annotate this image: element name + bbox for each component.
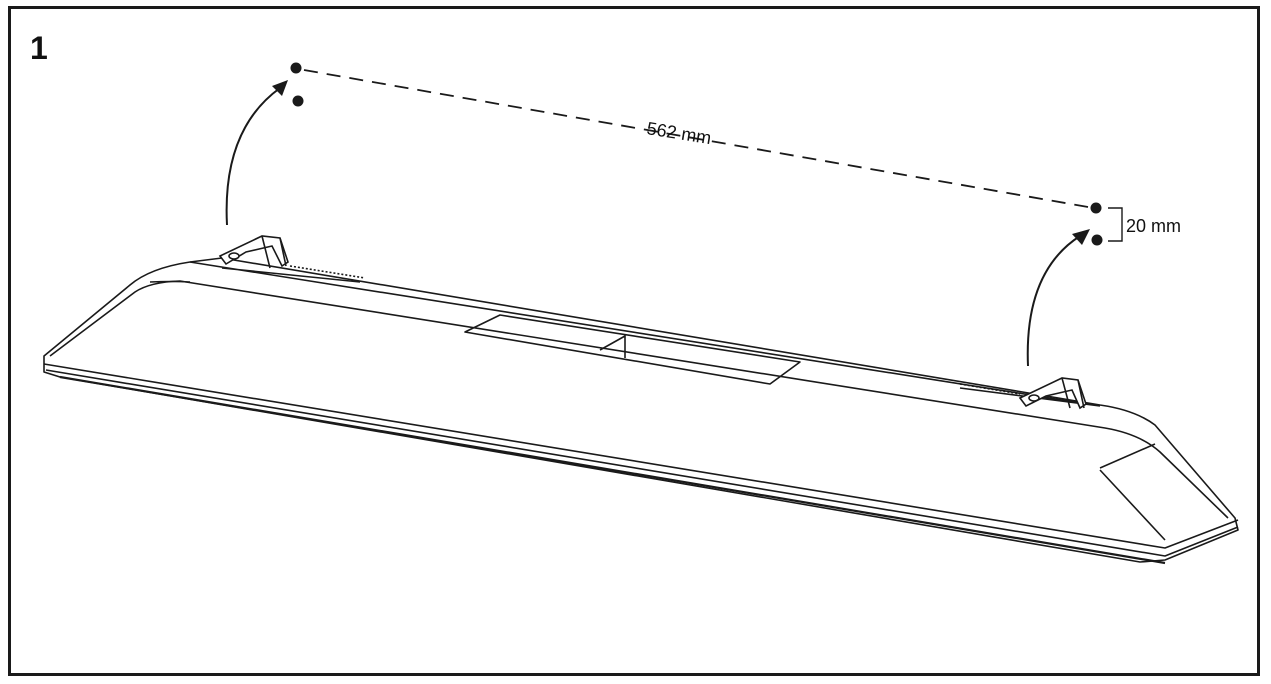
soundbar-front-top-edge bbox=[149, 280, 191, 283]
soundbar-right-chamfer bbox=[1099, 443, 1166, 541]
right-bracket bbox=[1018, 377, 1087, 410]
screw-icon bbox=[1090, 202, 1103, 246]
soundbar-base-line-2 bbox=[45, 369, 1239, 557]
soundbar-top-outline bbox=[43, 257, 1239, 563]
soundbar-inner-face bbox=[49, 280, 1229, 519]
hole-spacing-label: 562 mm bbox=[645, 118, 712, 148]
screw-icon bbox=[290, 62, 304, 107]
left-bracket bbox=[218, 235, 289, 269]
step-number: 1 bbox=[30, 30, 48, 66]
hole-offset-dimension-bracket bbox=[1108, 207, 1123, 242]
soundbar-base-line-3 bbox=[59, 375, 1166, 565]
hole-offset-label: 20 mm bbox=[1126, 216, 1181, 236]
soundbar-back-strip bbox=[289, 265, 1021, 395]
soundbar bbox=[43, 257, 1239, 565]
hole-spacing-dimension-line bbox=[303, 69, 1089, 208]
curved-arrow-icon bbox=[225, 80, 288, 226]
soundbar-center-recess bbox=[464, 314, 801, 385]
soundbar-base-line-1 bbox=[43, 363, 1239, 549]
curved-arrow-icon bbox=[1026, 229, 1090, 367]
